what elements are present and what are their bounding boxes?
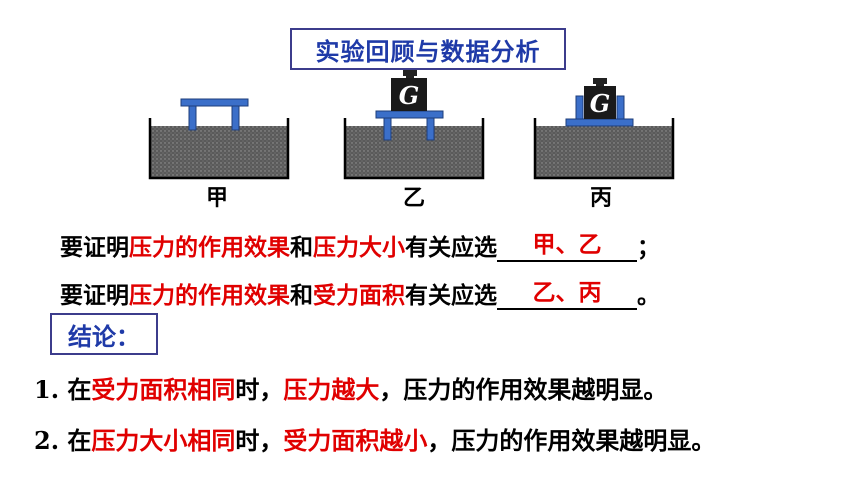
q2-suffix: 有关应选 <box>405 282 497 309</box>
weight: G <box>584 78 616 119</box>
p1-text-a: 在 <box>67 375 92 404</box>
conclusion-label: 结论： <box>50 313 158 355</box>
apparatus-yi: G <box>343 70 485 180</box>
p2-text-b: 时， <box>235 426 284 455</box>
p2-num: 2. <box>34 426 60 455</box>
p2-red-b: 受力面积越小 <box>283 426 428 455</box>
q1-term-a: 压力的作用效果 <box>129 234 290 261</box>
p1-num: 1. <box>34 375 60 404</box>
p1-text-b: 时， <box>235 375 284 404</box>
p2-text-a: 在 <box>67 426 92 455</box>
small-table-inverted <box>565 95 634 127</box>
q2-term-b: 受力面积 <box>313 282 405 309</box>
q2-prefix: 要证明 <box>60 282 129 309</box>
q2-end: 。 <box>637 282 660 309</box>
q1-term-b: 压力大小 <box>313 234 405 261</box>
label-yi: 乙 <box>402 186 425 211</box>
q2-connector: 和 <box>290 282 313 309</box>
q2-term-a: 压力的作用效果 <box>129 282 290 309</box>
q1-prefix: 要证明 <box>60 234 129 261</box>
weight-label: G <box>590 89 611 118</box>
q1-end: ； <box>637 234 660 261</box>
question-1: 要证明压力的作用效果和压力大小有关应选甲、乙； <box>60 228 660 262</box>
label-bing: 丙 <box>589 186 612 211</box>
q2-answer: 乙、丙 <box>497 278 637 310</box>
small-table <box>180 98 249 131</box>
q1-answer: 甲、乙 <box>497 230 637 262</box>
p2-red-a: 压力大小相同 <box>91 426 236 455</box>
conclusion-point-2: 2. 在压力大小相同时，受力面积越小，压力的作用效果越明显。 <box>34 421 715 456</box>
weight: G <box>391 70 427 111</box>
q1-suffix: 有关应选 <box>405 234 497 261</box>
sponge <box>150 126 288 178</box>
weight-label: G <box>399 81 420 110</box>
conclusion-point-1: 1. 在受力面积相同时，压力越大，压力的作用效果越明显。 <box>34 370 667 405</box>
label-jia: 甲 <box>205 186 228 211</box>
question-2: 要证明压力的作用效果和受力面积有关应选乙、丙。 <box>60 276 660 310</box>
apparatus-jia <box>148 98 290 180</box>
p1-text-c: ，压力的作用效果越明显。 <box>379 375 668 404</box>
q1-connector: 和 <box>290 234 313 261</box>
sponge <box>345 126 483 178</box>
p1-red-b: 压力越大 <box>283 375 380 404</box>
apparatus-bing: G <box>533 78 675 180</box>
p1-red-a: 受力面积相同 <box>91 375 236 404</box>
sponge <box>535 126 673 178</box>
p2-text-c: ，压力的作用效果越明显。 <box>427 426 716 455</box>
slide-title: 实验回顾与数据分析 <box>290 28 566 70</box>
